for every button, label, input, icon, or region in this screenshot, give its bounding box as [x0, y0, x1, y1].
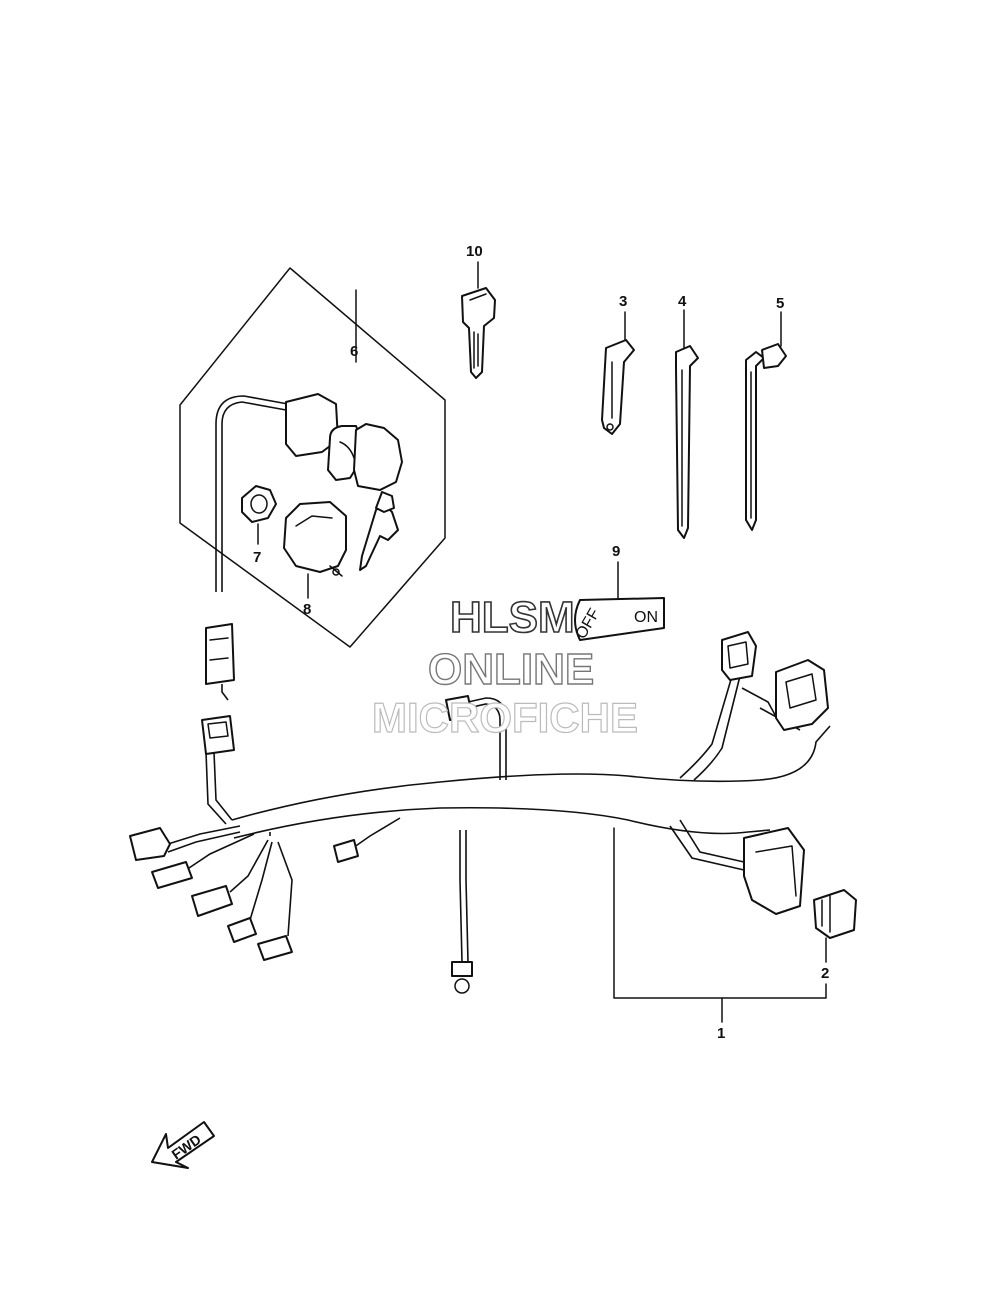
callout-1: 1	[717, 1025, 725, 1042]
callout-7: 7	[253, 549, 261, 566]
callout-5: 5	[776, 295, 784, 312]
callout-2: 2	[821, 965, 829, 982]
callout-6: 6	[350, 343, 358, 360]
callout-3: 3	[619, 293, 627, 310]
cable-tie-part-5	[745, 343, 787, 531]
cover-part-8	[283, 501, 347, 577]
ignition-switch-assembly-6	[179, 267, 446, 701]
wire-clip-part-3	[601, 339, 635, 435]
watermark-line-2: ONLINE	[428, 645, 594, 694]
switch-plate-part-9	[574, 597, 665, 641]
switch-plate-on-label: ON	[634, 609, 658, 626]
callout-10: 10	[466, 243, 483, 260]
cable-tie-part-4	[675, 345, 699, 539]
key-part-10	[461, 287, 496, 379]
callout-9: 9	[612, 543, 620, 560]
watermark-line-3: MICROFICHE	[372, 694, 638, 741]
callout-8: 8	[303, 601, 311, 618]
forward-direction-arrow: FWD	[151, 1121, 215, 1169]
watermark-line-1: HLSM	[450, 593, 575, 642]
nut-part-7	[241, 485, 277, 523]
main-wiring-harness-part-1	[129, 631, 831, 994]
leader-bracket-1	[613, 827, 827, 999]
callout-4: 4	[678, 293, 687, 310]
assembly-hexagon-frame	[179, 267, 446, 648]
fuse-part-2	[813, 889, 857, 939]
